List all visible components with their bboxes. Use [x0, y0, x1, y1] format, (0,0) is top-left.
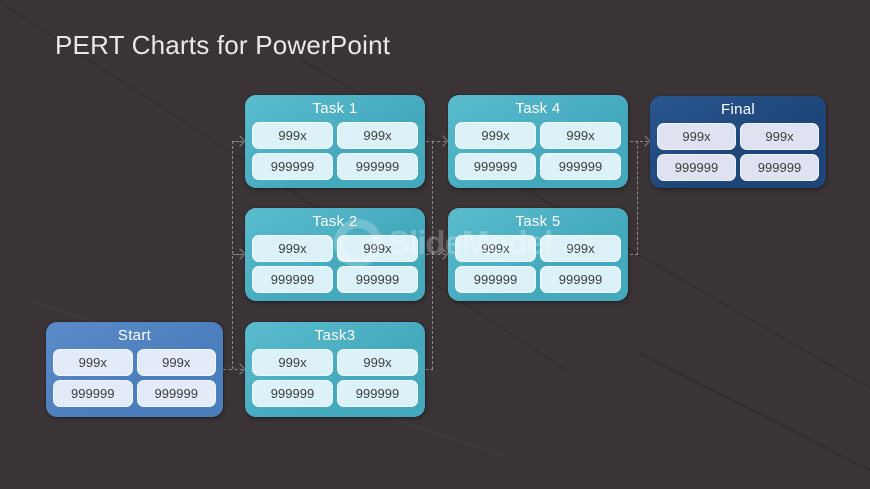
node-cell[interactable]: 999x: [53, 349, 133, 376]
node-title: Task 4: [515, 100, 561, 117]
node-cell[interactable]: 999x: [252, 122, 333, 149]
node-cell[interactable]: 999999: [540, 266, 621, 293]
node-task1[interactable]: Task 1 999x 999x 999999 999999: [245, 95, 425, 188]
node-cell[interactable]: 999999: [540, 153, 621, 180]
node-cell[interactable]: 999x: [252, 235, 333, 262]
node-cell[interactable]: 999x: [657, 123, 736, 150]
node-cell[interactable]: 999x: [337, 122, 418, 149]
arrowhead-into-task2-icon: [234, 248, 246, 260]
texture-diagonal-line: [639, 352, 870, 489]
node-cell[interactable]: 999x: [252, 349, 333, 376]
connector-start-to-task3: [223, 369, 243, 370]
node-task5[interactable]: Task 5 999x 999x 999999 999999: [448, 208, 628, 301]
connector-branch-to-task1: [233, 141, 243, 142]
connector-branch-to-task2: [233, 254, 243, 255]
arrowhead-into-task1-icon: [234, 135, 246, 147]
connector-final-branch-vline: [637, 141, 638, 255]
node-cell[interactable]: 999999: [53, 380, 133, 407]
node-task4[interactable]: Task 4 999x 999x 999999 999999: [448, 95, 628, 188]
node-cell[interactable]: 999999: [252, 153, 333, 180]
arrowhead-into-task5-icon: [437, 248, 449, 260]
node-cell[interactable]: 999999: [657, 154, 736, 181]
arrowhead-into-task3-icon: [234, 363, 246, 375]
node-start[interactable]: Start 999x 999x 999999 999999: [46, 322, 223, 417]
connector-task2-to-task5: [426, 254, 446, 255]
connector-task5-stub: [630, 254, 638, 255]
node-title: Task 1: [312, 100, 358, 117]
node-task3[interactable]: Task3 999x 999x 999999 999999: [245, 322, 425, 417]
node-cell[interactable]: 999x: [455, 235, 536, 262]
node-cell[interactable]: 999999: [740, 154, 819, 181]
node-cell[interactable]: 999999: [337, 153, 418, 180]
node-cell[interactable]: 999x: [455, 122, 536, 149]
node-title: Start: [117, 327, 152, 344]
page-title: PERT Charts for PowerPoint: [55, 30, 391, 60]
node-title: Task 5: [515, 213, 561, 230]
node-cell[interactable]: 999999: [252, 266, 333, 293]
node-title: Task3: [314, 327, 356, 344]
node-cell[interactable]: 999999: [337, 380, 418, 407]
arrowhead-into-final-icon: [639, 135, 651, 147]
node-cell[interactable]: 999x: [136, 349, 216, 376]
node-cell[interactable]: 999999: [455, 153, 536, 180]
connector-mid-branch-vline: [432, 141, 433, 369]
node-cell[interactable]: 999999: [455, 266, 536, 293]
node-cell[interactable]: 999999: [136, 380, 216, 407]
node-cell[interactable]: 999x: [540, 235, 621, 262]
node-cell[interactable]: 999x: [337, 349, 418, 376]
node-final[interactable]: Final 999x 999x 999999 999999: [650, 96, 826, 188]
node-title: Final: [720, 101, 755, 118]
node-cell[interactable]: 999x: [540, 122, 621, 149]
connector-start-branch-vline: [232, 141, 233, 369]
node-cell[interactable]: 999x: [337, 235, 418, 262]
node-cell[interactable]: 999999: [337, 266, 418, 293]
node-cell[interactable]: 999x: [740, 123, 819, 150]
node-cell[interactable]: 999999: [252, 380, 333, 407]
node-task2[interactable]: Task 2 999x 999x 999999 999999: [245, 208, 425, 301]
connector-task1-to-task4: [426, 141, 446, 142]
connector-task4-to-final: [630, 141, 648, 142]
arrowhead-into-task4-icon: [437, 135, 449, 147]
connector-task3-stub: [426, 369, 433, 370]
node-title: Task 2: [312, 213, 358, 230]
